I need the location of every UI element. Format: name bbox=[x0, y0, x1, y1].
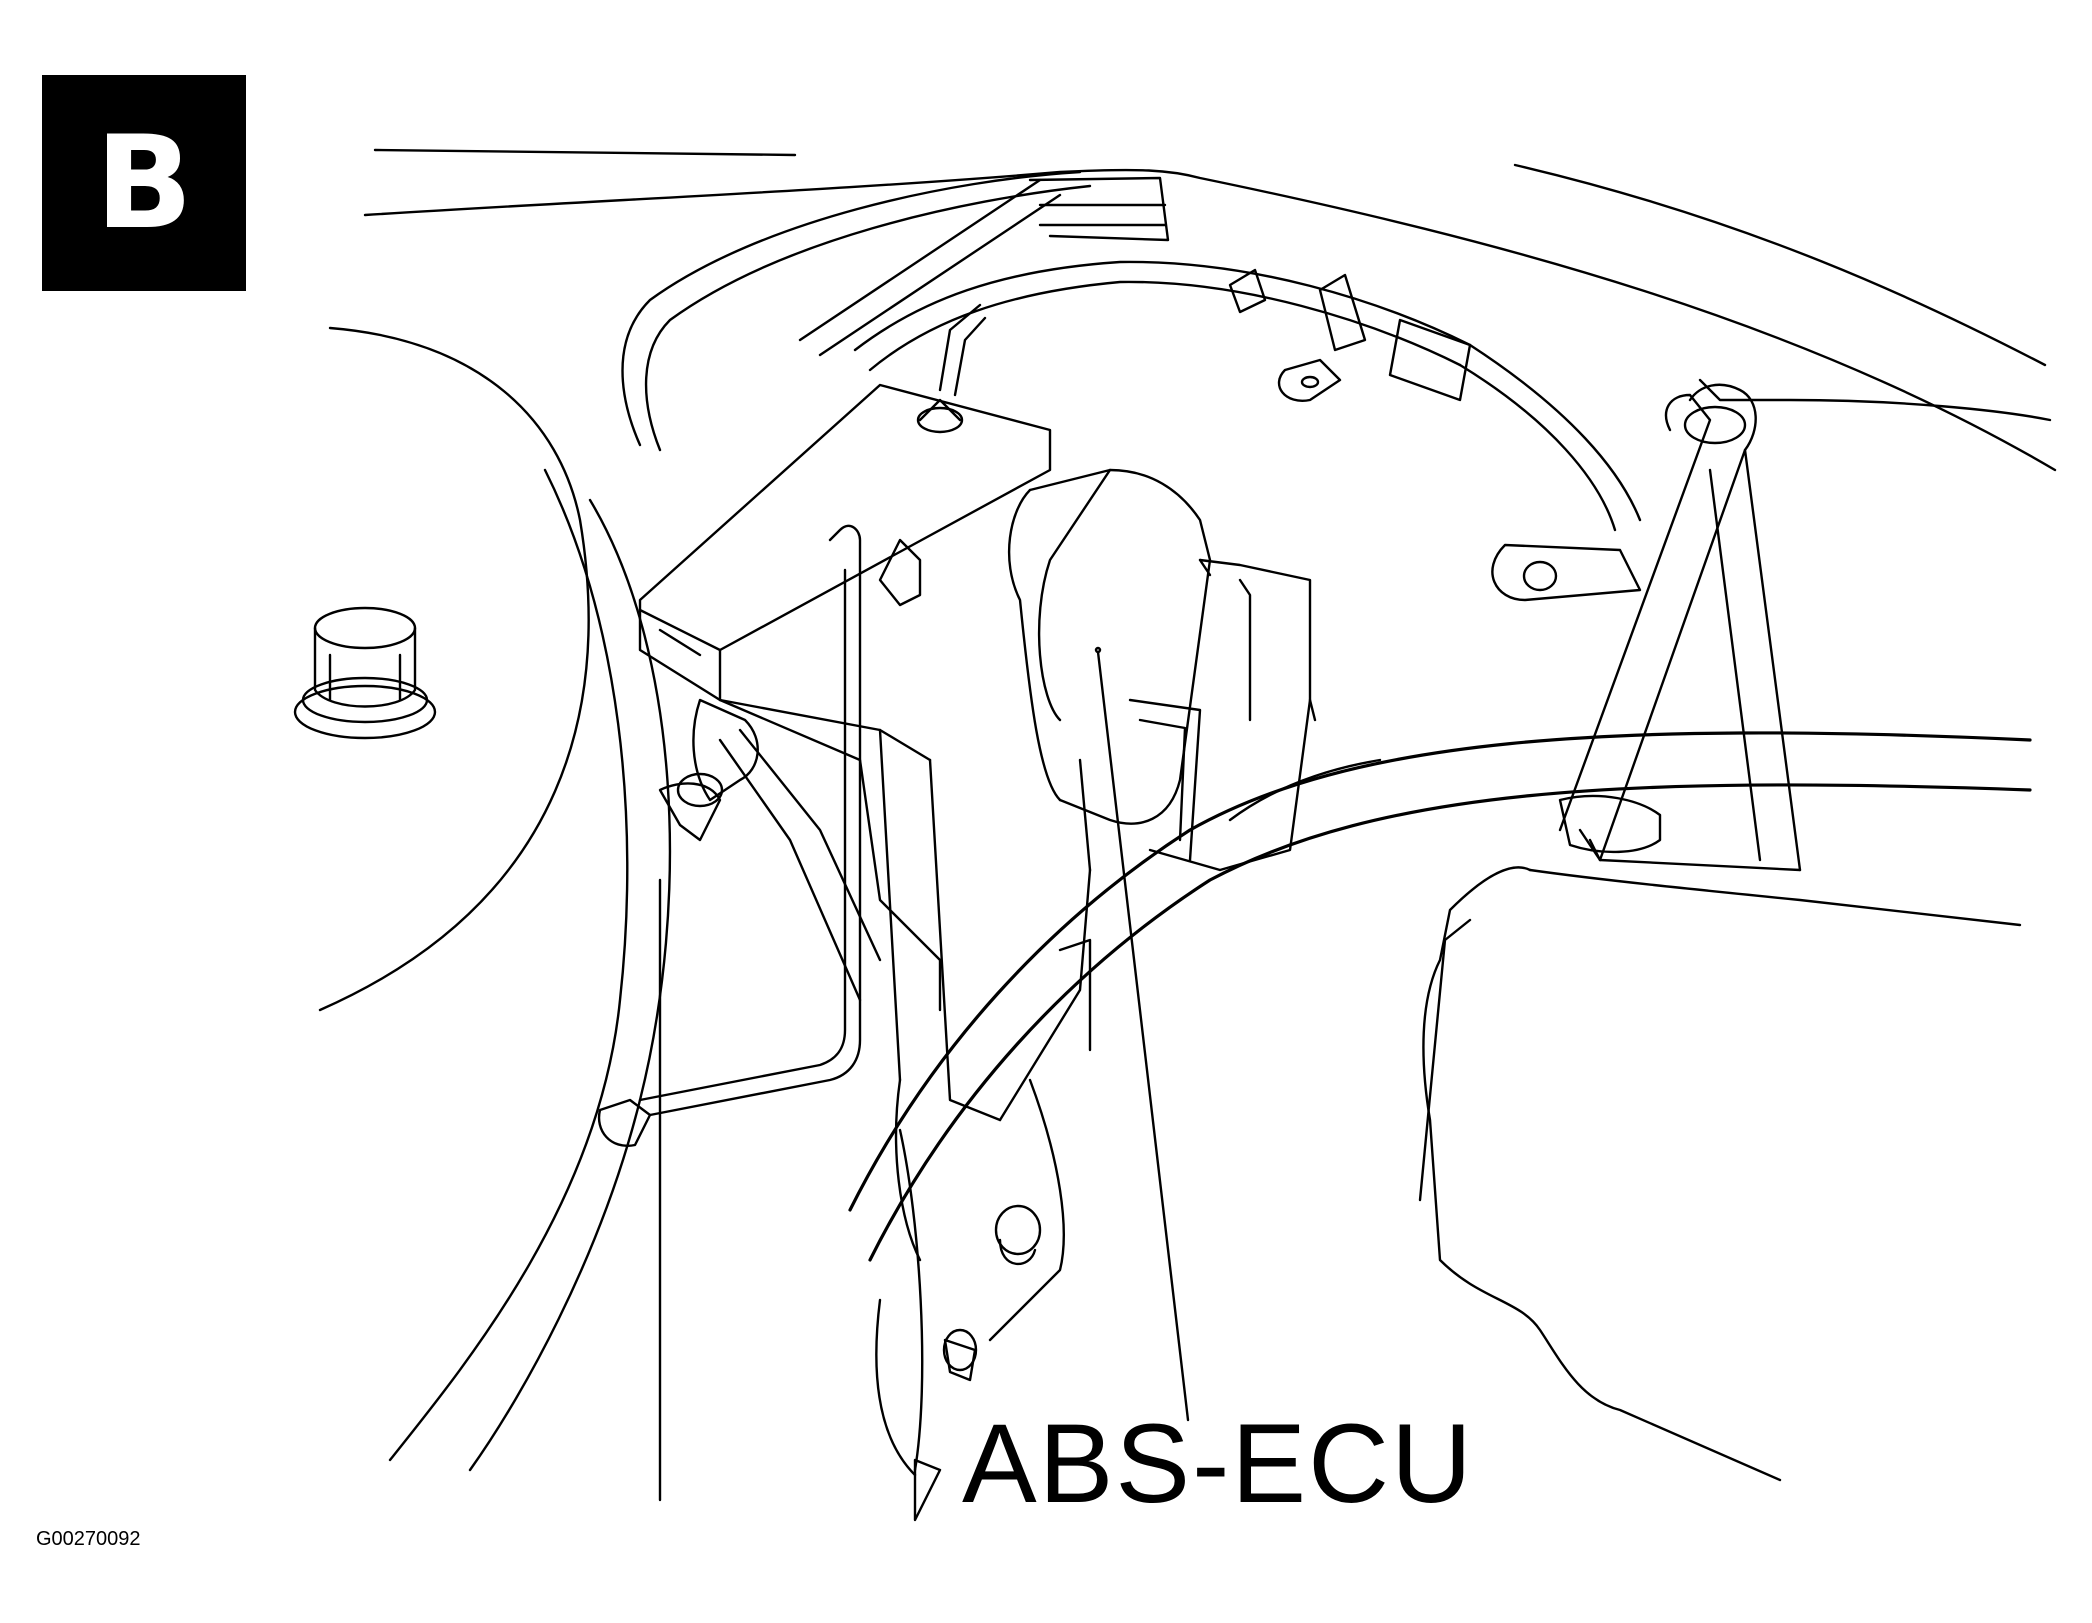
bracket-bolt-right bbox=[1491, 543, 1642, 602]
brake-tubes-lower bbox=[597, 303, 987, 1147]
lower-support-rails bbox=[658, 878, 1065, 1502]
module-mounting-bracket bbox=[658, 698, 882, 1002]
panel-letter-badge: B bbox=[42, 75, 246, 291]
line-clips bbox=[1228, 268, 1472, 402]
abs-ecu-label: ABS-ECU bbox=[962, 1401, 1474, 1526]
callout-leader-line bbox=[1096, 650, 1190, 1422]
abs-ecu-module bbox=[1007, 468, 1317, 872]
lower-mounting-bolts bbox=[875, 1204, 1042, 1522]
body-panel-edges bbox=[363, 148, 2057, 472]
bolt-left bbox=[293, 606, 437, 740]
right-pipe bbox=[1558, 378, 2052, 872]
abs-hydraulic-unit bbox=[638, 383, 1092, 1262]
brake-lines-top bbox=[621, 170, 1642, 532]
figure-code: G00270092 bbox=[36, 1528, 141, 1550]
strut-tower-outline bbox=[318, 326, 672, 1472]
lower-right-housing bbox=[1418, 828, 2022, 1482]
